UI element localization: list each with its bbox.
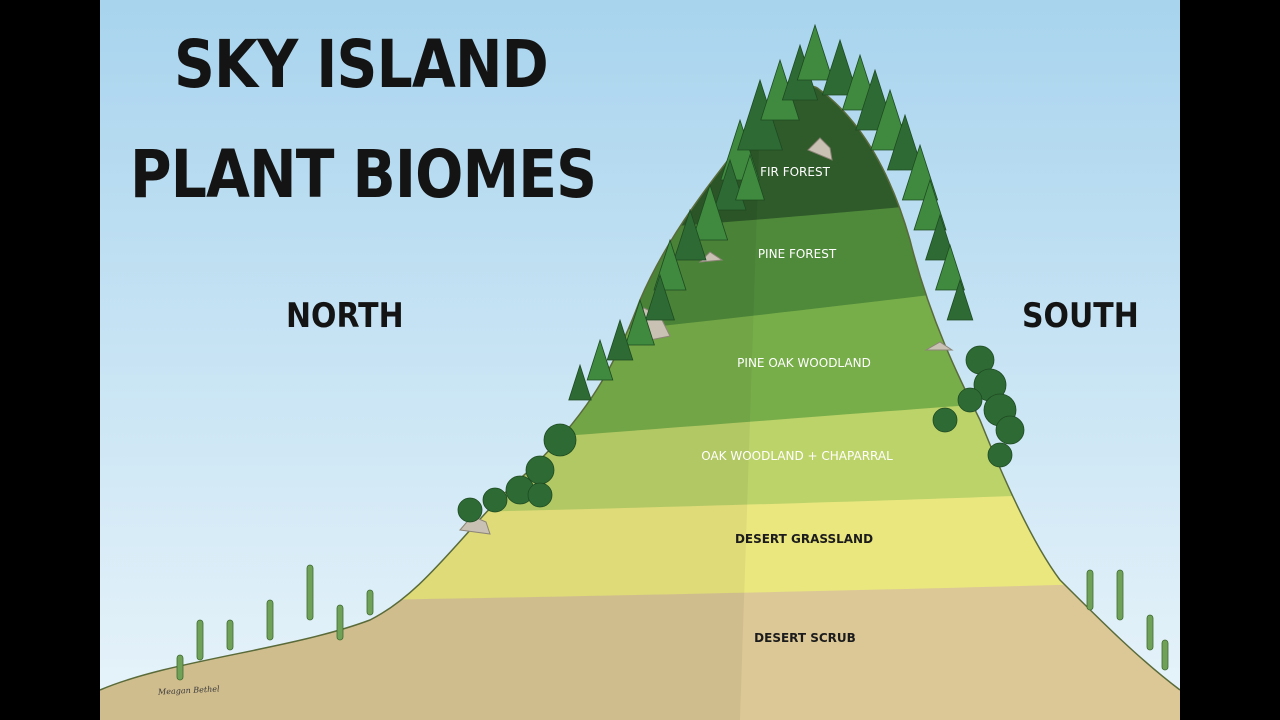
conifer-tree <box>821 38 859 96</box>
conifer-tree <box>935 243 965 291</box>
conifer-tree <box>586 338 614 381</box>
conifer-tree <box>796 23 834 81</box>
rock-3 <box>807 137 833 161</box>
cactus <box>176 654 184 681</box>
conifer-tree <box>925 213 955 261</box>
oak-tree <box>987 442 1013 468</box>
title-line-1: SKY ISLAND <box>174 26 549 103</box>
cactus-plants <box>176 564 1169 681</box>
cactus <box>1146 614 1154 651</box>
conifer-tree <box>946 278 974 321</box>
diagram-canvas: SKY ISLAND PLANT BIOMES NORTH SOUTH FIR … <box>100 0 1180 720</box>
oak-tree <box>527 482 553 508</box>
cactus <box>306 564 314 621</box>
conifer-tree <box>645 273 675 321</box>
rock-4 <box>924 341 954 351</box>
cactus <box>1116 569 1124 621</box>
cactus <box>1086 569 1094 611</box>
title-line-2: PLANT BIOMES <box>130 136 597 213</box>
conifer-tree <box>691 183 729 241</box>
conifer-tree <box>735 153 765 201</box>
conifer-tree <box>673 208 707 261</box>
zone-label-oak-woodland: OAK WOODLAND + CHAPARRAL <box>701 449 893 463</box>
conifer-tree <box>886 113 924 171</box>
oak-trees <box>457 345 1025 523</box>
cactus <box>196 619 204 661</box>
north-slope-shade <box>100 120 760 720</box>
cactus <box>266 599 274 641</box>
oak-tree <box>543 423 577 457</box>
zone-label-pine-forest: PINE FOREST <box>757 247 837 261</box>
conifer-tree <box>606 318 634 361</box>
oak-tree <box>525 455 555 485</box>
oak-tree <box>957 387 983 413</box>
conifer-tree <box>913 178 947 231</box>
zone-label-fir-forest: FIR FOREST <box>760 165 830 179</box>
north-label: NORTH <box>286 296 404 336</box>
oak-tree <box>457 497 483 523</box>
zone-label-desert-grassland: DESERT GRASSLAND <box>734 532 874 546</box>
oak-tree <box>482 487 508 513</box>
conifer-tree <box>653 238 687 291</box>
conifer-trees <box>568 23 974 401</box>
south-label: SOUTH <box>1022 296 1139 336</box>
oak-tree <box>995 415 1025 445</box>
conifer-tree <box>568 363 592 401</box>
cactus <box>336 604 344 641</box>
cactus <box>226 619 234 651</box>
conifer-tree <box>625 298 655 346</box>
zone-label-desert-scrub: DESERT SCRUB <box>754 631 856 645</box>
oak-tree <box>932 407 958 433</box>
mountain-illustration <box>100 0 1180 720</box>
cactus <box>1161 639 1169 671</box>
zone-label-pine-oak-woodland: PINE OAK WOODLAND <box>737 356 871 370</box>
cactus <box>366 589 374 616</box>
